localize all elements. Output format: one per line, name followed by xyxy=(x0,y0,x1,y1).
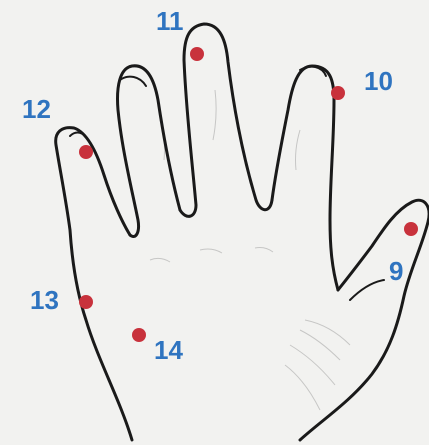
acupoint-label-10: 10 xyxy=(364,68,393,94)
acupoint-label-9: 9 xyxy=(389,258,403,284)
acupoint-label-11: 11 xyxy=(156,8,184,34)
acupoint-dot-11 xyxy=(190,47,204,61)
acupoint-dot-13 xyxy=(79,295,93,309)
acupoint-dot-14 xyxy=(132,328,146,342)
acupoint-label-12: 12 xyxy=(22,96,51,122)
acupoint-label-13: 13 xyxy=(30,287,59,313)
acupoint-dot-12 xyxy=(79,145,93,159)
acupoint-dot-10 xyxy=(331,86,345,100)
acupoint-label-14: 14 xyxy=(154,337,183,363)
acupoint-dot-9 xyxy=(404,222,418,236)
